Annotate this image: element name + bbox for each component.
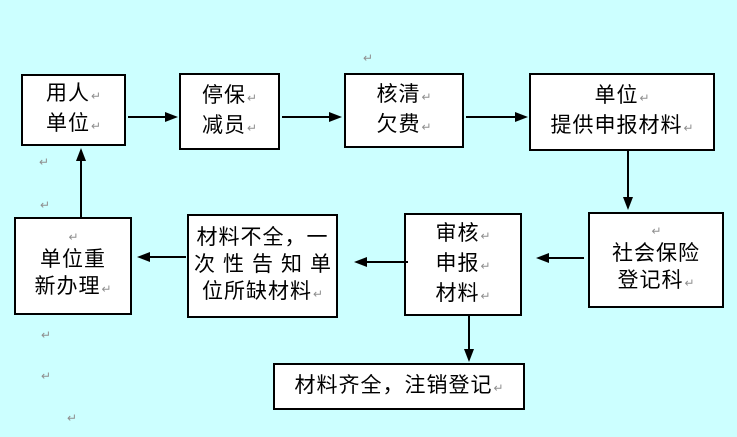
box-text: 审核 xyxy=(435,221,480,245)
arrow-head-down-icon xyxy=(623,197,633,210)
box-text: 申报 xyxy=(435,251,480,275)
box-text-line: 欠费↵ xyxy=(376,111,431,141)
arrow-head-right-icon xyxy=(515,112,528,122)
box-text: 单位 xyxy=(594,84,639,107)
paragraph-mark-icon: ↵ xyxy=(40,198,51,212)
paragraph-mark-icon: ↵ xyxy=(41,328,52,342)
box-text-line: 新办理↵ xyxy=(34,273,111,303)
paragraph-mark-icon: ↵ xyxy=(480,288,491,303)
arrow-line xyxy=(468,316,470,350)
box-text: 次性告知单 xyxy=(194,253,339,276)
box-text-line: 登记科↵ xyxy=(617,267,694,297)
box-text: 社会保险 xyxy=(612,242,700,265)
box-text-line: 单位重 xyxy=(40,246,106,273)
box-text: 材料不全，一 xyxy=(196,226,329,249)
flow-box-unit-materials: 单位↵ 提供申报材料↵ xyxy=(529,73,715,151)
paragraph-mark-icon: ↵ xyxy=(421,119,432,134)
paragraph-mark-icon: ↵ xyxy=(41,369,52,383)
box-text: 材料齐全，注销登记 xyxy=(294,373,493,397)
box-text: 新办理 xyxy=(34,275,101,298)
paragraph-mark-icon: ↵ xyxy=(90,119,102,133)
flow-box-incomplete-notice: 材料不全，一 次性告知单 位所缺材料↵ xyxy=(187,214,338,318)
flow-box-employer: 用人↵ 单位↵ xyxy=(21,74,126,146)
box-text: 登记科 xyxy=(617,269,684,292)
box-text-line: 材料↵ xyxy=(435,280,490,310)
paragraph-mark-icon: ↵ xyxy=(684,276,695,290)
paragraph-mark-icon: ↵ xyxy=(67,411,78,425)
paragraph-mark-icon: ↵ xyxy=(493,380,504,395)
arrow-line xyxy=(150,256,186,258)
box-text: 提供申报材料 xyxy=(550,114,683,137)
box-text-line: 位所缺材料↵ xyxy=(202,278,323,308)
paragraph-mark-icon: ↵ xyxy=(421,89,432,104)
box-text-line: 停保↵ xyxy=(202,82,257,112)
flow-box-stop-insurance: 停保↵ 减员↵ xyxy=(179,73,280,150)
box-text-line: 材料不全，一 xyxy=(197,224,329,251)
flow-box-review-materials: 审核↵ 申报↵ 材料↵ xyxy=(404,213,522,316)
paragraph-mark-icon: ↵ xyxy=(480,258,491,273)
box-text-line: 申报↵ xyxy=(435,250,490,280)
arrow-line xyxy=(367,261,408,263)
paragraph-mark-icon: ↵ xyxy=(246,90,258,105)
arrow-head-right-icon xyxy=(165,112,178,122)
arrow-head-left-icon xyxy=(137,252,150,262)
flow-box-registration-dept: ↵ 社会保险 登记科↵ xyxy=(588,212,724,308)
box-text: 单位 xyxy=(45,112,90,135)
box-empty-line: ↵ xyxy=(650,223,661,240)
arrow-line xyxy=(80,160,82,218)
arrow-line xyxy=(466,116,516,118)
flow-box-unit-redo: ↵ 单位重 新办理↵ xyxy=(14,217,132,315)
paragraph-mark-icon: ↵ xyxy=(101,282,112,296)
box-text-line: 核清↵ xyxy=(376,81,431,111)
box-text-line: 次性告知单 xyxy=(194,251,339,278)
paragraph-mark-icon: ↵ xyxy=(312,287,324,301)
box-text: 材料 xyxy=(435,281,480,305)
box-text-line: 材料齐全，注销登记↵ xyxy=(294,372,503,402)
paragraph-mark-icon: ↵ xyxy=(639,91,650,105)
box-text: 单位重 xyxy=(40,248,106,271)
box-empty-line: ↵ xyxy=(67,229,78,246)
box-text-line: 提供申报材料↵ xyxy=(550,112,693,142)
box-text-line: 减员↵ xyxy=(202,112,257,142)
box-text-line: 审核↵ xyxy=(435,220,490,250)
paragraph-mark-icon: ↵ xyxy=(651,224,662,238)
paragraph-mark-icon: ↵ xyxy=(39,155,50,169)
box-text: 减员 xyxy=(201,113,246,137)
arrow-head-up-icon xyxy=(76,148,86,161)
box-text-line: 社会保险 xyxy=(612,240,700,267)
box-text-line: 用人↵ xyxy=(46,80,101,110)
box-text: 核清 xyxy=(376,82,421,106)
paragraph-mark-icon: ↵ xyxy=(683,121,694,135)
box-text: 用人 xyxy=(45,82,90,105)
box-text: 欠费 xyxy=(376,112,421,136)
arrow-line xyxy=(282,116,330,118)
flow-box-complete-cancel: 材料齐全，注销登记↵ xyxy=(273,363,525,410)
arrow-line xyxy=(128,116,167,118)
arrow-head-left-icon xyxy=(354,257,367,267)
paragraph-mark-icon: ↵ xyxy=(68,230,79,244)
box-text-line: 单位↵ xyxy=(46,110,101,140)
box-text-line: 单位↵ xyxy=(594,82,649,112)
arrow-head-down-icon xyxy=(464,349,474,362)
paragraph-mark-icon: ↵ xyxy=(246,120,258,135)
box-text: 位所缺材料 xyxy=(201,280,312,303)
box-text: 停保 xyxy=(201,83,246,107)
paragraph-mark-icon: ↵ xyxy=(480,228,491,243)
paragraph-mark-icon: ↵ xyxy=(363,51,374,65)
arrow-line xyxy=(627,151,629,198)
arrow-head-left-icon xyxy=(536,253,549,263)
paragraph-mark-icon: ↵ xyxy=(90,89,102,103)
flow-box-verify-arrears: 核清↵ 欠费↵ xyxy=(344,73,464,148)
arrow-line xyxy=(549,257,584,259)
arrow-head-right-icon xyxy=(329,112,342,122)
